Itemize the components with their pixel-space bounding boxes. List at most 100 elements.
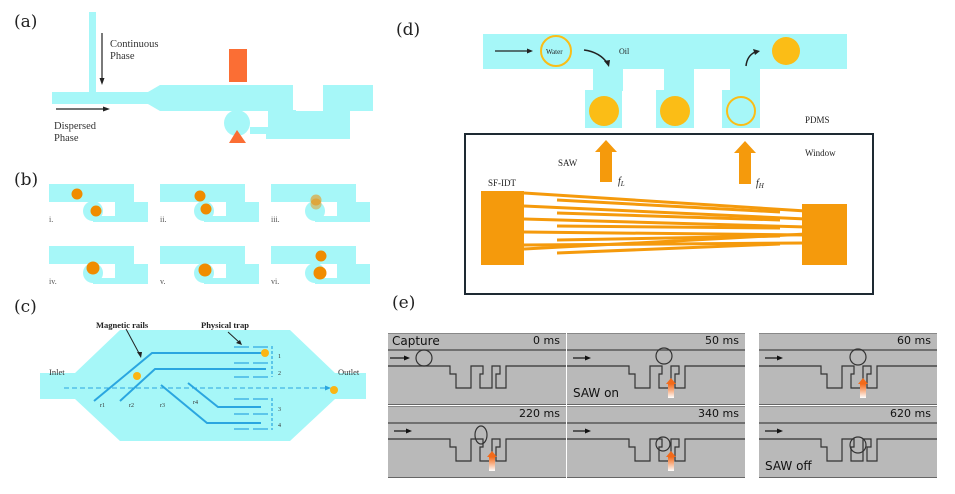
frame-0: 0 ms Capture <box>388 333 566 405</box>
droplet <box>90 205 102 217</box>
dispersed-label-2: Phase <box>54 133 79 144</box>
step-label: iv. <box>49 277 57 286</box>
frame-drawing <box>388 349 566 389</box>
main-channel <box>160 85 293 111</box>
right-bus-bar <box>802 204 847 265</box>
rail-label: r3 <box>160 403 165 409</box>
step-label: v. <box>160 277 165 286</box>
magnetic-rails-label: Magnetic rails <box>96 320 149 330</box>
step-v <box>160 246 259 284</box>
trap-number: 1 <box>278 354 281 360</box>
trap-chamber <box>224 110 250 136</box>
trapped-droplet <box>589 96 619 126</box>
rail-r4 <box>187 382 261 408</box>
step-label: vi. <box>271 277 279 286</box>
step-iv <box>49 246 148 284</box>
released-droplet <box>772 37 800 65</box>
idt-fingers <box>523 191 807 255</box>
pdms-label: PDMS <box>805 115 830 125</box>
timestamp: 220 ms <box>519 407 560 420</box>
physical-trap-label: Physical trap <box>201 320 249 330</box>
droplet <box>310 198 322 210</box>
actuator-block <box>229 49 247 82</box>
frame-3: 220 ms <box>388 406 566 478</box>
droplet <box>86 261 100 275</box>
panel-a-label: (a) <box>14 12 38 32</box>
droplet <box>315 250 327 262</box>
rails-pointer <box>125 328 141 356</box>
rail-label: r4 <box>193 400 198 406</box>
timestamp: 0 ms <box>533 334 560 347</box>
frame-5: 620 ms SAW off <box>759 406 937 478</box>
release-arrow <box>745 51 756 67</box>
water-label: Water <box>546 48 563 56</box>
trap-number: 4 <box>278 423 281 429</box>
droplet <box>310 194 322 206</box>
frame-drawing <box>388 422 566 471</box>
outlet-label: Outlet <box>338 367 360 377</box>
left-bus-bar <box>481 191 524 265</box>
step-iii <box>271 184 370 222</box>
step-ii <box>160 184 259 222</box>
step-label: i. <box>49 215 53 224</box>
droplet <box>330 386 338 394</box>
frame-caption: SAW on <box>573 386 620 400</box>
rail-r1 <box>93 352 266 402</box>
frame-caption: Capture <box>392 334 440 348</box>
sf-idt-label: SF-IDT <box>488 178 517 188</box>
dispersed-inlet-channel <box>52 92 152 104</box>
panel-a-diagram: Continuous Phase Dispersed Phase <box>52 12 373 144</box>
trap-pointer <box>227 331 241 344</box>
rail-label: r2 <box>129 403 134 409</box>
panel-b-diagram: i. ii. iii. iv. v. vi. <box>49 184 370 286</box>
physical-traps <box>234 346 273 430</box>
droplet <box>198 263 212 277</box>
panel-b-label: (b) <box>14 170 39 190</box>
step-vi <box>271 246 370 284</box>
actuator-triangle <box>229 130 246 143</box>
panel-c-diagram: Magnetic rails Physical trap Inlet Outle… <box>40 320 366 441</box>
timestamp: 50 ms <box>705 334 739 347</box>
window-label: Window <box>805 148 836 158</box>
continuous-label-1: Continuous <box>110 39 158 50</box>
trapped-droplet <box>660 96 690 126</box>
frame-drawing <box>759 422 937 462</box>
frame-2: 60 ms <box>759 333 937 405</box>
panel-d-diagram: Water Oil PDMS Window SAW SF-IDT fL fH <box>464 34 874 295</box>
timestamp: 60 ms <box>897 334 931 347</box>
continuous-label-2: Phase <box>110 51 135 62</box>
inlet-label: Inlet <box>49 367 65 377</box>
f-high-label: fH <box>756 178 765 190</box>
droplet <box>71 188 83 200</box>
panel-e-label: (e) <box>392 293 416 313</box>
step-i <box>49 184 148 222</box>
frame-1: 50 ms SAW on <box>567 333 745 405</box>
saw-label: SAW <box>558 158 578 168</box>
droplet <box>261 349 269 357</box>
rail-label: r1 <box>100 403 105 409</box>
saw-arrow-low <box>595 140 617 182</box>
frame-drawing <box>567 422 745 471</box>
rail-r2 <box>119 368 266 402</box>
chamber <box>40 330 366 441</box>
droplet <box>200 203 212 215</box>
droplet <box>313 266 327 280</box>
frame-caption: SAW off <box>765 459 812 473</box>
empty-droplet <box>726 96 756 126</box>
panel-c-label: (c) <box>14 297 37 317</box>
step-label: iii. <box>271 215 280 224</box>
frame-drawing <box>759 348 937 398</box>
saw-arrow-high <box>734 141 756 184</box>
timestamp: 620 ms <box>890 407 931 420</box>
dispersed-label-1: Dispersed <box>54 121 97 132</box>
oil-label: Oil <box>619 47 630 56</box>
droplet <box>133 372 141 380</box>
frame-4: 340 ms <box>567 406 745 478</box>
water-droplet <box>540 35 572 67</box>
f-low-label: fL <box>618 176 625 188</box>
rail-r3 <box>160 384 261 424</box>
timestamp: 340 ms <box>698 407 739 420</box>
step-label: ii. <box>160 215 166 224</box>
frame-drawing <box>567 347 745 398</box>
panel-d-label: (d) <box>396 20 421 40</box>
